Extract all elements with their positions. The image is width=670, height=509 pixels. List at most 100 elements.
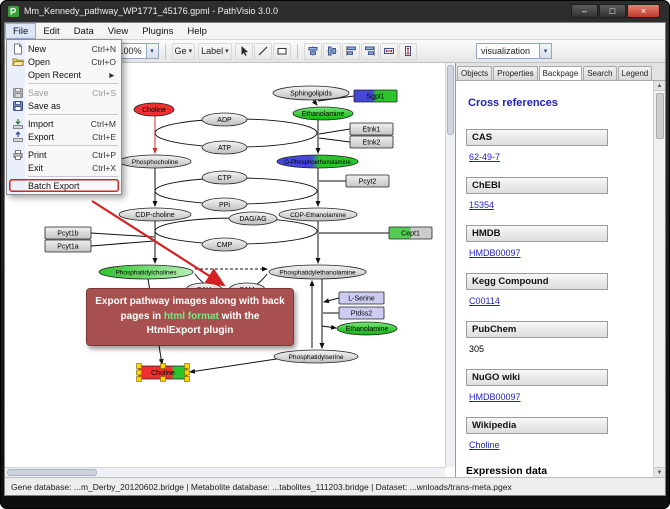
pathway-node-cept1[interactable]: Cept1 [388, 226, 433, 240]
label-tool-button[interactable]: Label ▾ [198, 42, 232, 60]
pathway-node-sgpl1[interactable]: Sgpl1 [353, 89, 398, 103]
tab-legend[interactable]: Legend [617, 66, 653, 80]
annotation-text: pages in [120, 310, 164, 322]
pathway-node-phosphatidylcholines[interactable]: Phosphatidylcholines [98, 264, 194, 280]
chevron-down-icon[interactable]: ▾ [145, 44, 158, 58]
panel-scrollbar[interactable]: ▲ ▼ [653, 81, 665, 477]
minimize-button[interactable]: – [571, 4, 598, 18]
pathway-edge[interactable] [189, 357, 284, 374]
menubar-item-data[interactable]: Data [73, 25, 94, 37]
pointer-button[interactable] [234, 42, 253, 60]
pathway-node-ethanolamine[interactable]: Ethanolamine [336, 321, 398, 336]
pathway-node-pcyt1b[interactable]: Pcyt1b [44, 226, 92, 240]
menubar-item-file[interactable]: File [5, 23, 37, 39]
scrollbar-thumb[interactable] [7, 469, 97, 476]
close-button[interactable]: × [627, 4, 660, 18]
selection-handle[interactable] [184, 376, 190, 382]
pathway-node-etnk1[interactable]: Etnk1 [349, 122, 394, 136]
menu-item-label: Save as [28, 100, 61, 111]
pathway-edge[interactable] [311, 99, 318, 106]
xref-value-chebi[interactable]: 15354 [469, 200, 495, 210]
selection-handle[interactable] [184, 363, 190, 369]
maximize-button[interactable]: □ [599, 4, 626, 18]
pathway-node-cdp-choline[interactable]: CDP-choline [118, 207, 192, 222]
xref-value-cas[interactable]: 62-49-7 [469, 152, 501, 162]
selection-handle[interactable] [136, 363, 142, 369]
menubar-item-view[interactable]: View [107, 25, 129, 37]
pathway-node-ppi[interactable]: PPi [201, 197, 248, 212]
common-width-icon [383, 45, 395, 57]
pathway-node-choline[interactable]: Choline [133, 102, 175, 117]
pathway-node-pcyt1a[interactable]: Pcyt1a [44, 239, 92, 253]
pathway-node-pcyt2[interactable]: Pcyt2 [345, 174, 390, 188]
pathway-edge[interactable] [318, 137, 351, 143]
file-menu-item-save-as[interactable]: Save as [9, 99, 119, 112]
line-tool-button[interactable] [253, 42, 272, 60]
chevron-down-icon[interactable]: ▾ [539, 44, 551, 58]
scrollbar-thumb[interactable] [655, 93, 664, 139]
pathway-node-o-phosphoethanolamine[interactable]: O-Phosphoethanolamine [276, 154, 359, 169]
align-center-x-button[interactable] [303, 42, 322, 60]
pathway-edge[interactable] [90, 232, 155, 238]
canvas-vertical-scrollbar[interactable] [445, 63, 455, 467]
pathway-node-cmp[interactable]: CMP [201, 237, 248, 252]
pathway-node-phosphatidylserine[interactable]: Phosphatidylserine [273, 349, 359, 364]
file-menu-item-open-recent[interactable]: Open Recent► [9, 68, 119, 81]
common-height-button[interactable] [398, 42, 417, 60]
gene-product-button[interactable]: Ge ▾ [171, 42, 196, 60]
xref-value-hmdb[interactable]: HMDB00097 [469, 248, 521, 258]
zoom-combobox[interactable]: 100% ▾ [113, 43, 159, 59]
pathway-node-dag-ag[interactable]: DAG/AG [228, 211, 278, 226]
pathway-node-adp[interactable]: ADP [201, 112, 248, 127]
tab-properties[interactable]: Properties [493, 66, 538, 80]
shape-tool-button[interactable] [272, 42, 291, 60]
scroll-down-icon[interactable]: ▼ [654, 467, 665, 477]
pathway-edge[interactable] [318, 128, 351, 135]
pathway-node-phosphocholine[interactable]: Phosphocholine [118, 154, 192, 169]
tab-objects[interactable]: Objects [457, 66, 493, 80]
pathway-edge[interactable] [90, 240, 155, 247]
canvas-horizontal-scrollbar[interactable] [5, 467, 445, 477]
xref-value-wikipedia[interactable]: Choline [469, 440, 500, 450]
pathway-node-ctp[interactable]: CTP [201, 170, 248, 185]
pathway-node-sphingolipids[interactable]: Sphingolipids [272, 85, 350, 101]
selection-handle[interactable] [160, 363, 166, 369]
menubar-item-plugins[interactable]: Plugins [142, 25, 174, 37]
selection-handle[interactable] [136, 376, 142, 382]
selection-handle[interactable] [160, 376, 166, 382]
visualization-combobox[interactable]: visualization ▾ [476, 43, 552, 59]
pathway-node-etnk2[interactable]: Etnk2 [349, 135, 394, 149]
tab-backpage[interactable]: Backpage [538, 66, 583, 81]
pathway-edge[interactable] [323, 297, 340, 304]
pathway-node-phosphatidylethanolamine[interactable]: Phosphatidylethanolamine [268, 264, 367, 280]
scrollbar-thumb[interactable] [447, 65, 454, 135]
align-right-button[interactable] [360, 42, 379, 60]
tab-search[interactable]: Search [583, 66, 617, 80]
menubar-item-help[interactable]: Help [187, 25, 207, 37]
pathway-node-atp[interactable]: ATP [201, 140, 248, 155]
xref-value-kegg-compound[interactable]: C00114 [469, 296, 500, 306]
pathway-node-ethanolamine[interactable]: Ethanolamine [292, 106, 354, 121]
selection-handle[interactable] [184, 369, 190, 376]
pathway-edge[interactable] [321, 324, 337, 330]
pathway-node-cdp-ethanolamine[interactable]: CDP-Ethanolamine [278, 207, 358, 222]
align-center-y-button[interactable] [322, 42, 341, 60]
file-menu-item-batch-export[interactable]: Batch Export [9, 179, 119, 192]
titlebar[interactable]: Mm_Kennedy_pathway_WP1771_45176.gpml - P… [0, 0, 670, 22]
selection-handle[interactable] [136, 369, 142, 376]
menubar-item-edit[interactable]: Edit [43, 25, 60, 37]
xref-value-nugo-wiki[interactable]: HMDB00097 [469, 392, 521, 402]
common-width-button[interactable] [379, 42, 398, 60]
align-left-button[interactable] [341, 42, 360, 60]
scroll-up-icon[interactable]: ▲ [654, 81, 665, 91]
pathway-node-l-serine[interactable]: L-Serine [338, 291, 385, 305]
pathway-node-ptdss2[interactable]: Ptdss2 [338, 306, 385, 320]
pathway-node-choline[interactable]: Choline [136, 363, 190, 382]
